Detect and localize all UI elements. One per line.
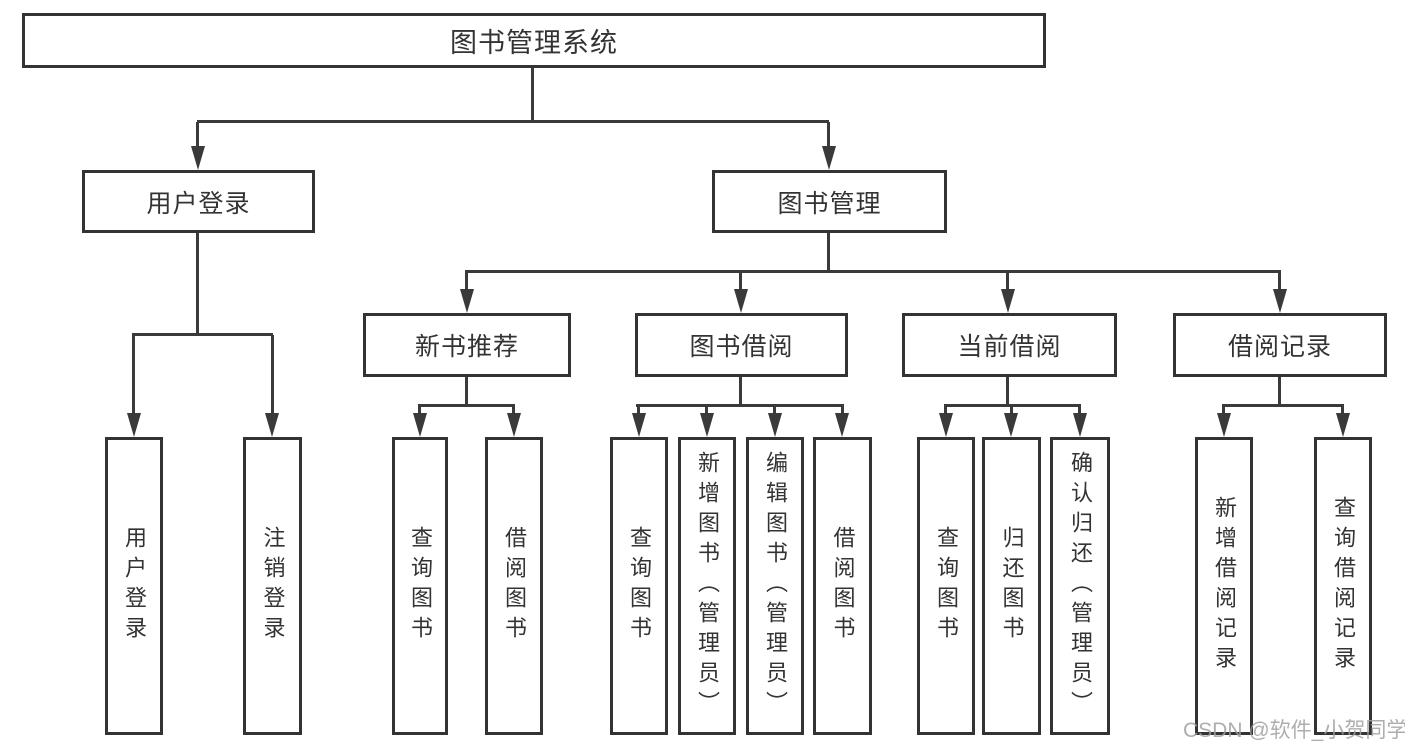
- arrowhead-down-icon: [127, 413, 141, 437]
- connector: [705, 406, 708, 415]
- arrowhead-down-icon: [700, 413, 714, 437]
- node-label: 查询借阅记录: [1331, 496, 1356, 676]
- arrowhead-down-icon: [265, 413, 279, 437]
- arrowhead-down-icon: [413, 413, 427, 437]
- connector: [465, 270, 1281, 273]
- arrowhead-down-icon: [822, 146, 836, 170]
- node-label: 借阅图书: [502, 526, 527, 646]
- connector: [636, 404, 844, 407]
- connector: [827, 233, 830, 272]
- connector: [1006, 272, 1009, 291]
- connector: [827, 122, 830, 148]
- arrowhead-down-icon: [835, 413, 849, 437]
- arrowhead-down-icon: [939, 413, 953, 437]
- connector: [465, 377, 468, 406]
- connector: [773, 406, 776, 415]
- node-label: 确认归还（管理员）: [1068, 451, 1093, 721]
- node-library-system: 图书管理系统: [22, 13, 1046, 68]
- node-add-borrow-record: 新增借阅记录: [1195, 437, 1253, 735]
- node-borrow-record: 借阅记录: [1173, 313, 1387, 377]
- connector: [418, 406, 421, 415]
- node-add-book-admin: 新增图书（管理员）: [678, 437, 736, 735]
- arrowhead-down-icon: [1273, 289, 1287, 313]
- node-label: 借阅记录: [1227, 333, 1332, 361]
- connector: [841, 406, 844, 415]
- node-label: 用户登录: [146, 189, 251, 218]
- arrowhead-down-icon: [1336, 413, 1350, 437]
- node-edit-book-admin: 编辑图书（管理员）: [746, 437, 804, 735]
- connector: [418, 404, 515, 407]
- connector: [1222, 406, 1225, 415]
- node-user-login-action: 用户登录: [105, 437, 163, 735]
- connector: [196, 233, 199, 335]
- node-label: 图书管理: [777, 189, 882, 218]
- node-label: 查询图书: [408, 526, 433, 646]
- arrowhead-down-icon: [632, 413, 646, 437]
- arrowhead-down-icon: [460, 289, 474, 313]
- arrowhead-down-icon: [1073, 413, 1087, 437]
- connector: [944, 404, 1081, 407]
- connector: [512, 406, 515, 415]
- node-borrow-book-recommend: 借阅图书: [485, 437, 543, 735]
- connector: [1078, 406, 1081, 415]
- connector: [637, 406, 640, 415]
- node-borrow-book: 借阅图书: [813, 437, 872, 735]
- node-return-book: 归还图书: [982, 437, 1041, 735]
- connector: [1222, 404, 1344, 407]
- node-label: 图书管理系统: [450, 28, 618, 58]
- node-label: 新增图书（管理员）: [695, 451, 720, 721]
- arrowhead-down-icon: [1217, 413, 1231, 437]
- arrowhead-down-icon: [1004, 413, 1018, 437]
- connector: [739, 377, 742, 406]
- connector: [944, 406, 947, 415]
- node-label: 编辑图书（管理员）: [763, 451, 788, 721]
- connector: [1010, 406, 1013, 415]
- node-book-management: 图书管理: [712, 170, 947, 233]
- arrowhead-down-icon: [734, 289, 748, 313]
- node-label: 归还图书: [999, 526, 1025, 646]
- node-label: 图书借阅: [689, 333, 794, 361]
- node-label: 借阅图书: [830, 526, 856, 646]
- node-label: 注销登录: [260, 526, 286, 646]
- node-label: 新书推荐: [414, 333, 519, 361]
- connector: [739, 272, 742, 291]
- arrowhead-down-icon: [1001, 289, 1015, 313]
- arrowhead-down-icon: [768, 413, 782, 437]
- arrowhead-down-icon: [507, 413, 521, 437]
- arrowhead-down-icon: [191, 146, 205, 170]
- connector: [465, 272, 468, 291]
- node-label: 查询图书: [627, 526, 652, 646]
- node-query-book-recommend: 查询图书: [392, 437, 448, 735]
- node-label: 查询图书: [934, 526, 959, 646]
- connector: [196, 122, 199, 148]
- connector: [132, 335, 135, 414]
- node-label: 新增借阅记录: [1212, 496, 1237, 676]
- connector: [197, 120, 829, 123]
- node-user-login: 用户登录: [82, 170, 315, 233]
- node-label: 用户登录: [122, 526, 147, 646]
- node-confirm-return-admin: 确认归还（管理员）: [1050, 437, 1110, 735]
- node-current-borrow: 当前借阅: [902, 313, 1117, 377]
- connector: [1006, 377, 1009, 406]
- node-label: 当前借阅: [957, 333, 1062, 361]
- csdn-watermark: CSDN @软件_小贺同学: [1183, 719, 1405, 742]
- connector: [271, 335, 274, 414]
- node-query-book-current: 查询图书: [917, 437, 975, 735]
- connector: [1341, 406, 1344, 415]
- node-query-book-borrow: 查询图书: [610, 437, 668, 735]
- connector: [132, 333, 273, 336]
- node-query-borrow-record: 查询借阅记录: [1314, 437, 1372, 735]
- connector: [531, 68, 534, 122]
- node-logout: 注销登录: [243, 437, 302, 735]
- node-new-book-recommend: 新书推荐: [363, 313, 571, 377]
- connector: [1278, 377, 1281, 406]
- connector: [1278, 272, 1281, 291]
- node-book-borrow: 图书借阅: [635, 313, 848, 377]
